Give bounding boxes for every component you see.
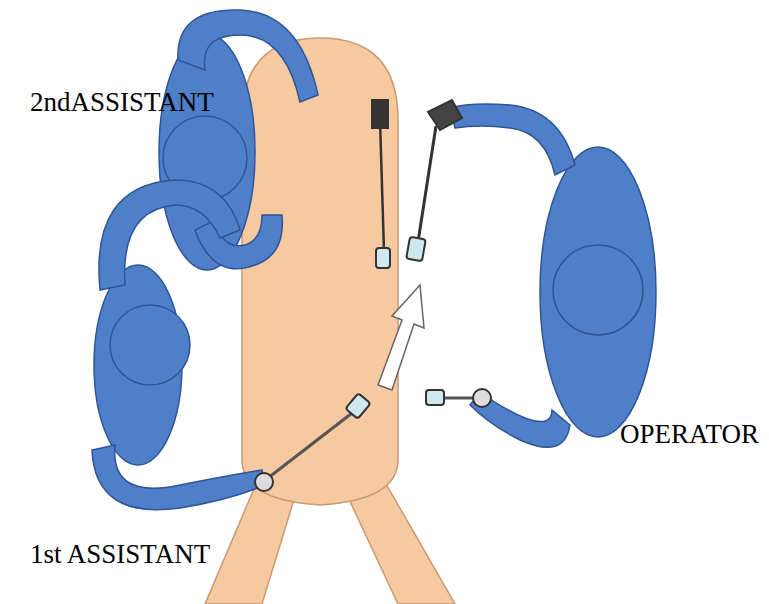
operator-body: [540, 147, 656, 437]
instrument-shaft: [380, 120, 384, 252]
trocar-port: [406, 237, 426, 261]
assistant-arm: [195, 215, 282, 269]
trocar-port: [376, 248, 390, 268]
trocar-port: [426, 390, 444, 405]
assistant-arm: [99, 180, 240, 290]
assistant-arm: [92, 445, 265, 510]
camera-head: [428, 100, 462, 130]
assistant-head: [110, 305, 190, 385]
trocar-port: [345, 393, 370, 419]
instruments: [255, 100, 491, 491]
operator-head: [553, 245, 643, 335]
patient-torso: [242, 38, 398, 505]
role-label: OPERATOR: [620, 420, 759, 450]
instrument-handle: [255, 473, 273, 491]
instrument-handle: [473, 389, 491, 407]
operator: [450, 104, 656, 447]
role-label: 2ndASSISTANT: [30, 88, 214, 118]
role-label: 1st ASSISTANT: [30, 540, 210, 570]
first-assistant: [92, 180, 265, 510]
instrument-shaft: [268, 410, 356, 478]
camera-scope: [418, 126, 436, 242]
instrument-handle: [372, 100, 388, 128]
direction-arrow: [378, 285, 424, 390]
operator-arm: [450, 104, 575, 175]
